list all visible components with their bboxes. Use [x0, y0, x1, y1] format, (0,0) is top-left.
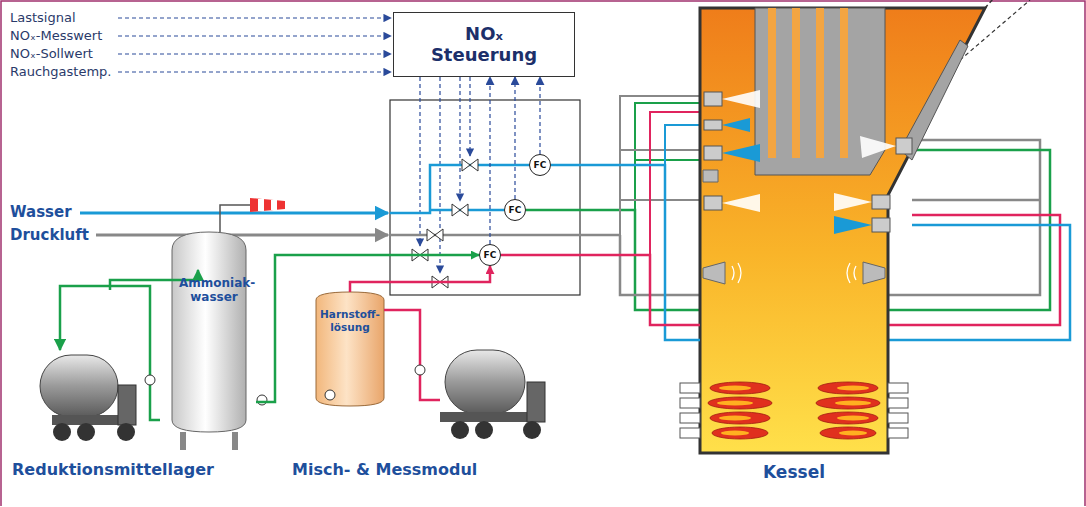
label: Druckluft [10, 226, 89, 244]
boiler: Kessel [700, 8, 888, 453]
flow-controller: FC [529, 154, 551, 176]
ammonia-tank: Ammoniak- wasser [172, 232, 256, 432]
label: NOₓ-Sollwert [10, 46, 93, 61]
connector [514, 77, 515, 199]
label: NOₓ-Messwert [10, 28, 102, 43]
connector [501, 255, 700, 325]
label: Wasser [10, 203, 72, 221]
node-text: NOₓ Steuerung [424, 24, 544, 65]
connector [489, 77, 490, 244]
connector [350, 266, 490, 292]
flow-controller: FC [504, 199, 526, 221]
connector [256, 255, 479, 402]
node-text: FC [509, 205, 522, 215]
label: Misch- & Messmodul [292, 460, 477, 479]
urea-tank: Harnstoff- lösung [316, 292, 384, 406]
connector [551, 165, 700, 340]
control-box: NOₓ Steuerung [393, 12, 575, 77]
node-text: Kessel [700, 462, 888, 482]
node-text: FC [484, 250, 497, 260]
label: Rauchgastemp. [10, 64, 111, 79]
flow-controller: FC [479, 244, 501, 266]
label: Reduktionsmittellager [12, 460, 214, 479]
connector [539, 77, 540, 154]
label: Lastsignal [10, 10, 76, 25]
node-text: Ammoniak- wasser [179, 276, 249, 305]
node-text: FC [534, 160, 547, 170]
node-text: Harnstoff- lösung [317, 308, 383, 333]
